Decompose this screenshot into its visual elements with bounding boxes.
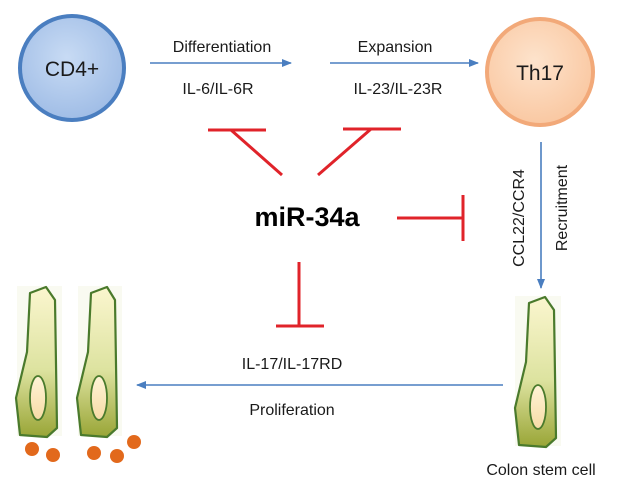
il23-il23r-label: IL-23/IL-23R <box>354 81 443 98</box>
proliferation-label: Proliferation <box>249 402 334 419</box>
inhibition-expansion <box>317 127 401 177</box>
il17-il17rd-label: IL-17/IL-17RD <box>242 356 343 373</box>
th17-label: Th17 <box>516 62 564 85</box>
colon-stem-cell: Colon stem cell <box>486 295 596 479</box>
recruitment-edge: CCL22/CCR4 Recruitment <box>511 142 571 289</box>
recruitment-label: Recruitment <box>554 164 571 251</box>
cd4-label: CD4+ <box>45 58 99 81</box>
mir34a-label: miR-34a <box>254 202 360 232</box>
colon-stem-cell-label: Colon stem cell <box>486 462 595 479</box>
inhibition-recruitment <box>397 195 465 241</box>
colon-cell-left-1 <box>14 285 62 439</box>
dot <box>46 448 60 462</box>
nucleus <box>29 375 47 421</box>
th17-circle <box>485 17 595 127</box>
inhibition-proliferation <box>276 262 324 328</box>
colon-cell-left-2 <box>75 285 122 439</box>
dot <box>127 435 141 449</box>
dot <box>110 449 124 463</box>
proliferation-edge: IL-17/IL-17RD Proliferation <box>136 356 503 419</box>
dot <box>87 446 101 460</box>
proliferation-dots <box>25 435 141 463</box>
nucleus <box>90 375 108 421</box>
inhibition-differentiation <box>208 128 283 177</box>
expansion-label: Expansion <box>358 39 433 56</box>
nucleus <box>529 384 547 430</box>
expansion-edge: Expansion IL-23/IL-23R <box>330 39 479 98</box>
cd4-node: CD4+ <box>18 14 126 122</box>
il6-il6r-label: IL-6/IL-6R <box>182 81 253 98</box>
differentiation-label: Differentiation <box>173 39 271 56</box>
ccl22-ccr4-label: CCL22/CCR4 <box>511 169 528 267</box>
th17-node: Th17 <box>485 17 595 127</box>
cd4-circle <box>18 14 126 122</box>
differentiation-edge: Differentiation IL-6/IL-6R <box>150 39 292 98</box>
dot <box>25 442 39 456</box>
